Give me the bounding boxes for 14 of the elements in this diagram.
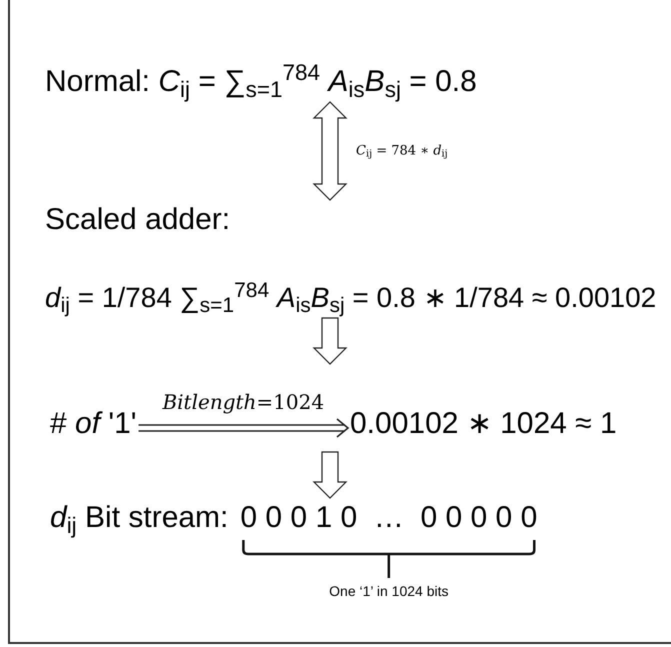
- equation: Normal: C$_{ij}$ = ∑$_{s=1}$$^{784}$ A$_{is}$B$_{sj}$ = 0.8: [45, 62, 477, 102]
- edge-label: C$_{ij}$ = 784 ∗ d$_{ij}$: [356, 144, 448, 158]
- equation: d$_{ij}$ = 1/784 ∑$_{s=1}$$^{784}$ A$_{is}$B$_{sj}$ = 0.8 ∗ 1/784 ≈ 0.00102: [45, 278, 656, 318]
- stream-heading: d$_{ij}$ Bit stream:: [50, 500, 228, 538]
- double-arrow: [138, 418, 350, 438]
- section-heading: Scaled adder:: [45, 202, 232, 238]
- bit-stream: 0 0 0 1 0 … 0 0 0 0 0: [240, 500, 538, 536]
- equation: 0.00102 ∗ 1024 ≈ 1: [350, 406, 617, 442]
- brace-label: One ‘1’ in 1024 bits: [329, 584, 448, 598]
- block-arrow: [312, 451, 348, 499]
- block-arrow: [312, 101, 348, 201]
- equation: # of '1': [50, 406, 137, 442]
- edge-label: Bitlength=1024: [162, 392, 324, 412]
- block-arrow: [312, 317, 348, 365]
